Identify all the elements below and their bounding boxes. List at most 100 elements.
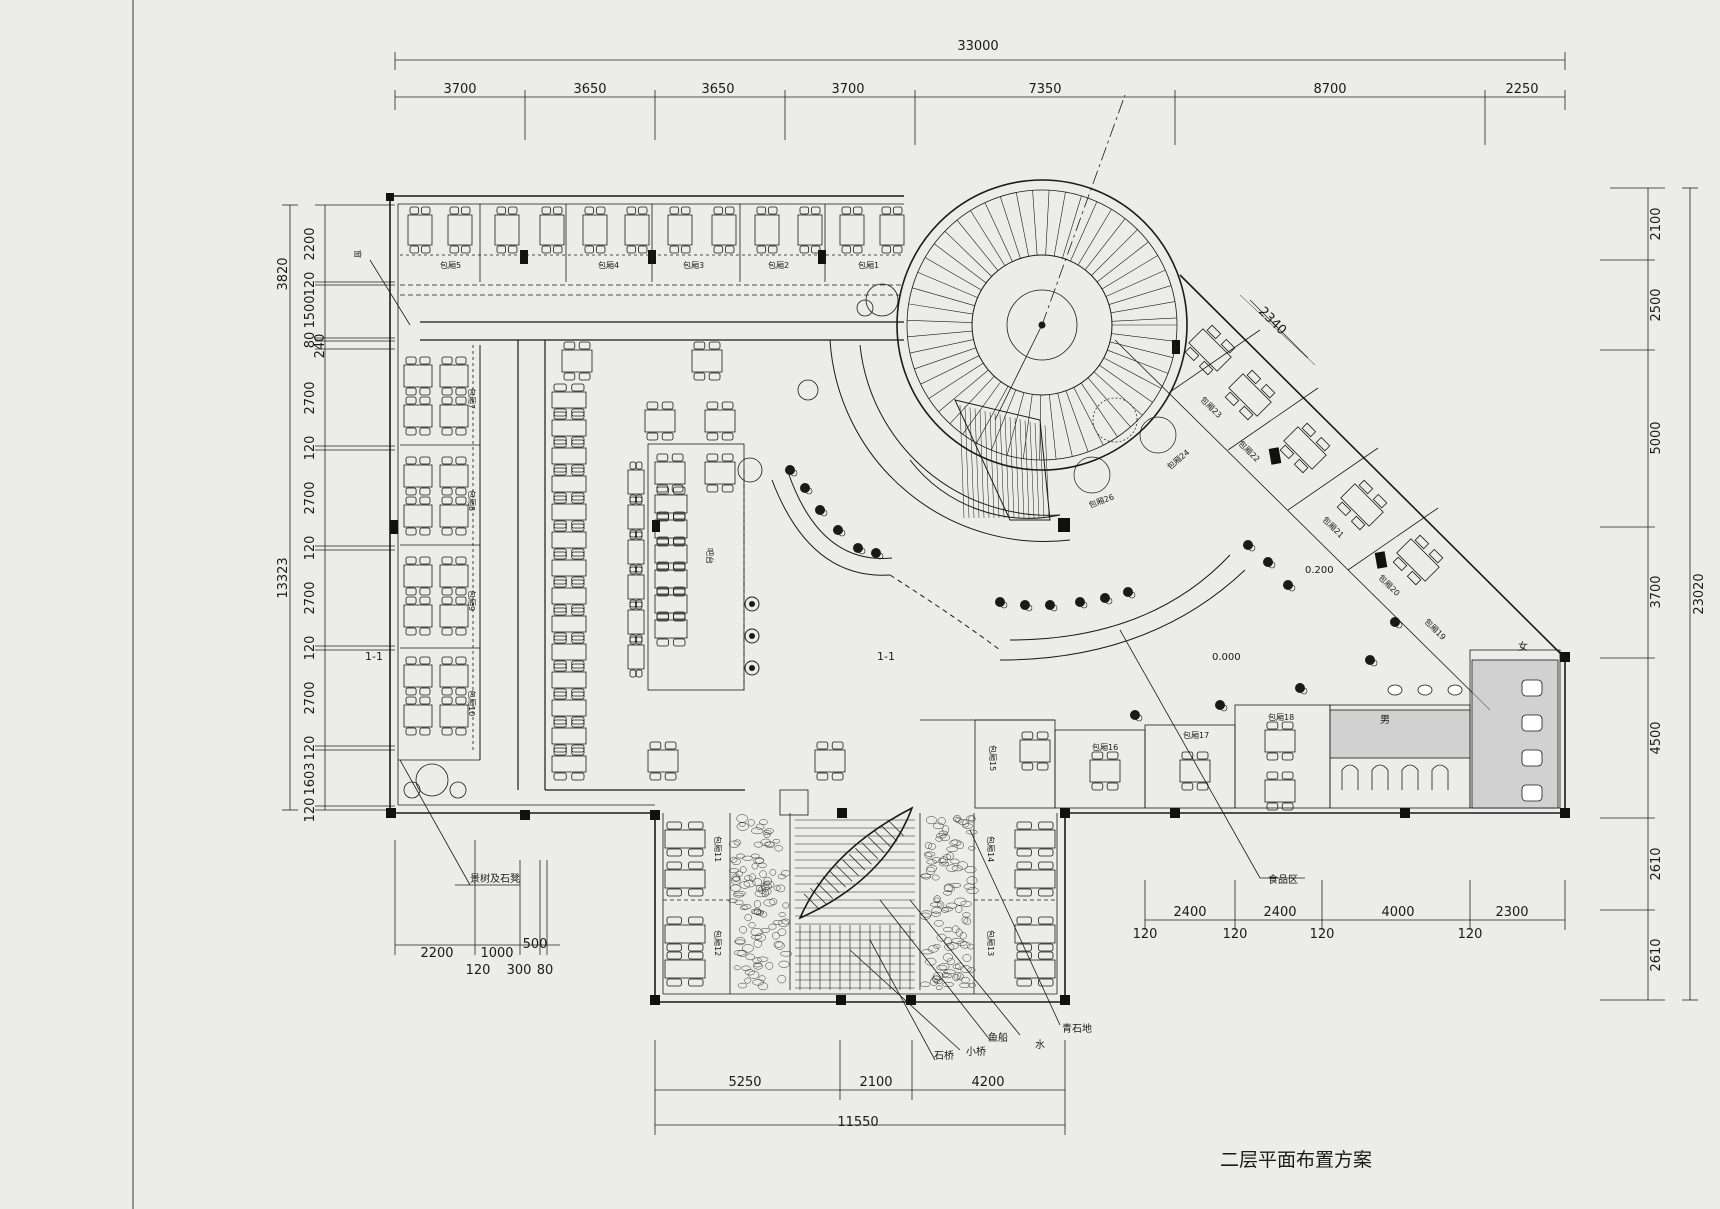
chair: [1091, 782, 1104, 791]
chair: [626, 206, 637, 215]
chair: [666, 943, 682, 952]
pebble: [962, 819, 970, 828]
chair: [553, 520, 567, 529]
pebble: [756, 823, 765, 831]
chair: [419, 727, 431, 736]
table-set-rotated: [1392, 534, 1444, 586]
table: [627, 644, 645, 670]
table-set: [551, 411, 587, 445]
landing-hatch: [1019, 419, 1025, 519]
chair: [455, 727, 467, 736]
stair-tread: [1049, 394, 1057, 460]
boat-hatch: [861, 842, 879, 859]
bar-stool: [1135, 714, 1143, 722]
pebble: [743, 875, 753, 881]
bar-stool: [1123, 587, 1133, 597]
pebble: [750, 927, 763, 936]
stair-tread: [976, 386, 1009, 444]
stair-tread: [1062, 195, 1082, 259]
chair: [553, 663, 567, 672]
stair-tread: [999, 196, 1021, 259]
pebble: [931, 907, 942, 914]
chair: [629, 529, 637, 538]
table-set: [439, 496, 469, 536]
stair-outer-ring: [829, 339, 1071, 543]
chair: [1196, 751, 1209, 760]
table: [447, 214, 473, 246]
pebble: [772, 838, 781, 844]
landing-hatch: [1024, 420, 1030, 519]
table-set: [654, 453, 686, 493]
leader-lines: [369, 259, 1305, 1061]
chair: [584, 206, 595, 215]
table-set: [551, 663, 587, 697]
chair: [455, 596, 467, 605]
plant: [744, 596, 760, 612]
chair: [1260, 383, 1276, 399]
pebble: [936, 964, 948, 971]
chair: [405, 427, 417, 436]
table: [839, 214, 865, 246]
table: [403, 404, 433, 428]
chair: [571, 744, 585, 753]
chair: [1198, 360, 1214, 376]
chair: [673, 511, 686, 520]
chair: [635, 564, 643, 573]
chair: [419, 687, 431, 696]
bar-stool: [833, 525, 843, 535]
chair: [629, 599, 637, 608]
pebble: [963, 917, 971, 926]
pebble: [964, 866, 977, 874]
chair: [1281, 752, 1294, 761]
room-label: 包厢1: [858, 260, 879, 270]
chair: [1036, 762, 1049, 771]
boat-hatch: [855, 848, 872, 865]
pebble: [731, 876, 741, 885]
chair: [419, 656, 431, 665]
section-mark-center: 1-1: [877, 650, 895, 663]
chair: [635, 529, 643, 538]
bar-stool: [800, 483, 810, 493]
chair: [661, 401, 674, 410]
boat-hatch: [823, 876, 840, 894]
table: [644, 409, 676, 433]
chair: [1016, 861, 1032, 870]
table-set: [551, 523, 587, 557]
chair: [419, 696, 431, 705]
table: [551, 699, 587, 717]
pebble: [742, 944, 754, 953]
chair: [688, 848, 704, 857]
chair: [441, 696, 453, 705]
chair: [405, 356, 417, 365]
chair: [449, 245, 460, 254]
chair: [571, 663, 585, 672]
chair: [405, 627, 417, 636]
table-set: [664, 916, 706, 952]
bar-stool: [1105, 597, 1113, 605]
chair: [553, 492, 567, 501]
chair: [405, 387, 417, 396]
pebble: [959, 941, 971, 949]
stair-tread: [938, 369, 989, 413]
table-set: [403, 596, 433, 636]
chair: [1106, 751, 1119, 760]
dim-left-total: 13323: [276, 557, 291, 598]
stair-tread: [917, 271, 978, 298]
pebble: [781, 918, 791, 925]
table-set: [711, 206, 737, 254]
table-set: [439, 656, 469, 696]
table-set: [561, 341, 593, 381]
pebble: [967, 982, 976, 988]
pebble: [752, 878, 763, 887]
chair: [1184, 346, 1200, 362]
stair-tread: [920, 355, 980, 385]
chair: [405, 527, 417, 536]
pebble: [938, 858, 947, 864]
table: [1014, 869, 1056, 889]
stair-tread: [984, 202, 1013, 262]
table: [654, 494, 688, 514]
boat-hatch: [829, 870, 846, 888]
pebble: [955, 905, 963, 913]
building-walls: [389, 195, 1566, 1003]
fish-boat: [798, 806, 914, 920]
